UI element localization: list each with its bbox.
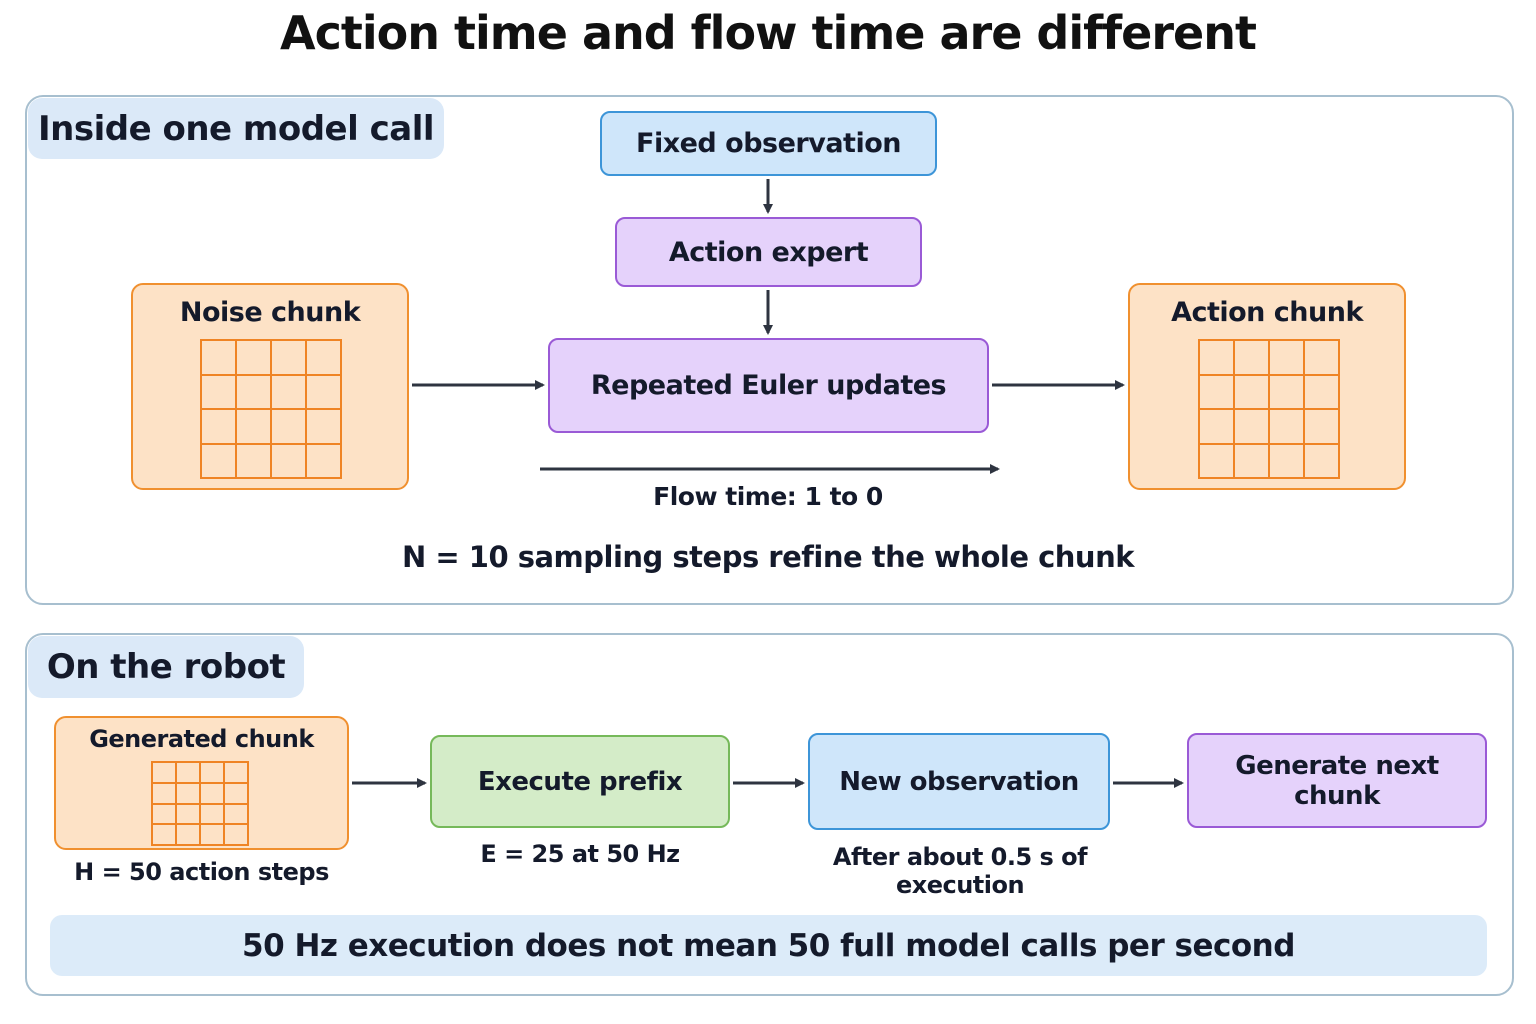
noise-chunk-label: Noise chunk xyxy=(179,297,361,328)
robot-tag: On the robot xyxy=(28,636,304,698)
flow-time-label: Flow time: 1 to 0 xyxy=(653,482,883,511)
observation-note: After about 0.5 s of execution xyxy=(832,843,1088,899)
horizon-note: H = 50 action steps xyxy=(74,858,329,886)
model-call-tag: Inside one model call xyxy=(28,98,444,159)
noise-chunk-box: Noise chunk xyxy=(131,283,409,490)
action-chunk-grid xyxy=(1198,339,1340,479)
euler-updates-box: Repeated Euler updates xyxy=(548,338,989,433)
generated-chunk-grid xyxy=(151,761,249,846)
diagram-title: Action time and flow time are different xyxy=(280,6,1257,60)
sampling-steps-note: N = 10 sampling steps refine the whole c… xyxy=(402,540,1135,574)
summary-banner: 50 Hz execution does not mean 50 full mo… xyxy=(50,915,1487,976)
generate-next-chunk-box: Generate next chunk xyxy=(1187,733,1487,828)
noise-chunk-grid xyxy=(200,339,342,479)
action-expert-box: Action expert xyxy=(615,217,922,287)
generated-chunk-label: Generated chunk xyxy=(89,725,314,753)
action-chunk-box: Action chunk xyxy=(1128,283,1406,490)
execute-prefix-box: Execute prefix xyxy=(430,735,730,828)
fixed-observation-box: Fixed observation xyxy=(600,111,937,176)
new-observation-box: New observation xyxy=(808,733,1110,830)
action-chunk-label: Action chunk xyxy=(1171,297,1363,328)
execute-note: E = 25 at 50 Hz xyxy=(480,840,680,868)
generated-chunk-box: Generated chunk xyxy=(54,716,349,850)
